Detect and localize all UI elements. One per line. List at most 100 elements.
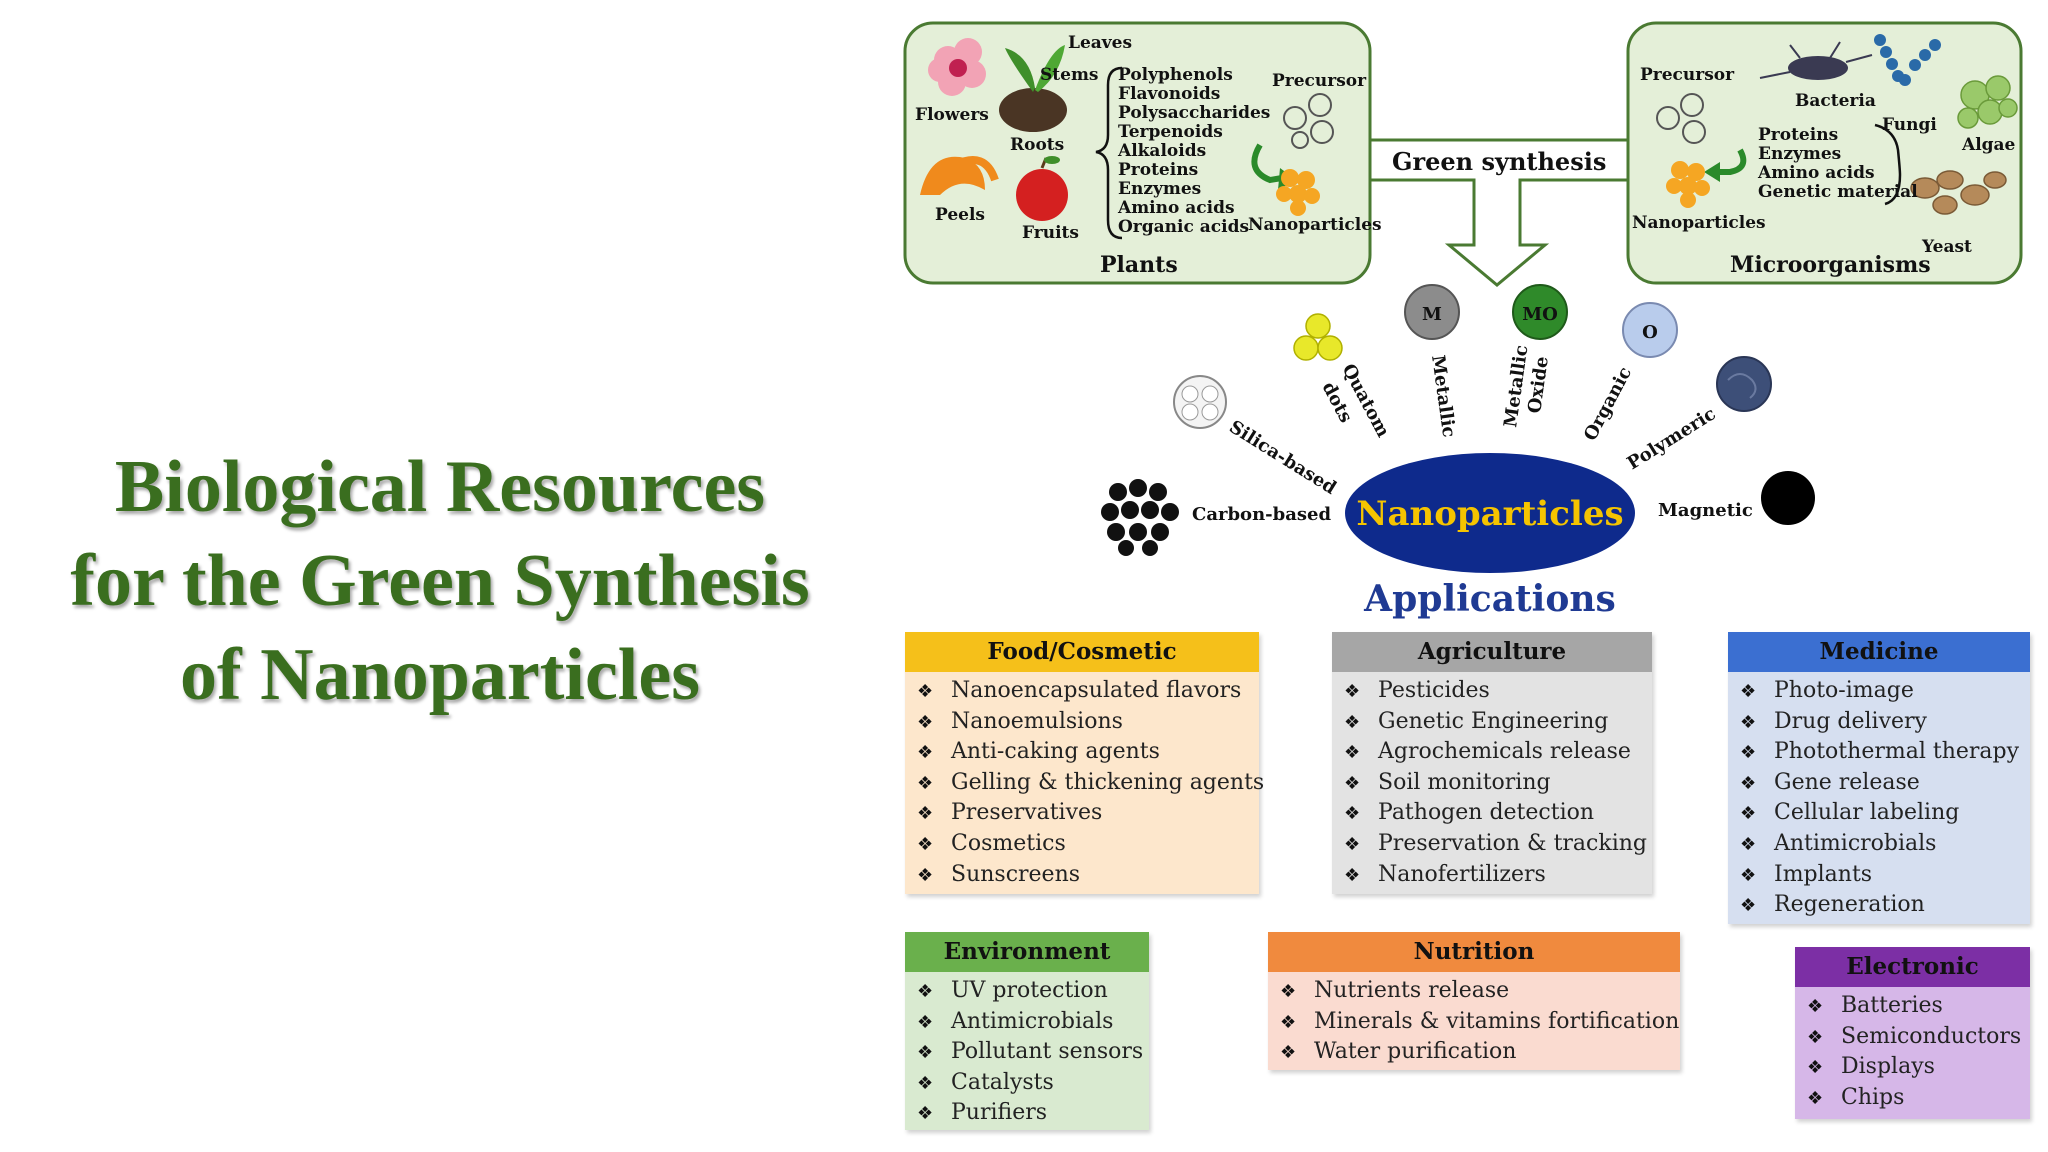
compound: Amino acids <box>1117 198 1235 218</box>
source-leaves: Leaves <box>1068 33 1132 53</box>
bullet-icon: ❖ <box>917 1011 934 1033</box>
type-organic: Organic <box>1580 364 1636 445</box>
list-item: ❖Antimicrobials <box>1740 829 2030 860</box>
apple-icon <box>1016 156 1068 221</box>
bullet-icon: ❖ <box>1740 864 1757 886</box>
list-item: ❖Gene release <box>1740 768 2030 799</box>
item-label: Anti-caking agents <box>951 739 1160 765</box>
bullet-icon: ❖ <box>1740 895 1757 917</box>
bullet-icon: ❖ <box>1280 1011 1297 1033</box>
source-flowers: Flowers <box>915 105 989 125</box>
metallic-badge: M <box>1404 284 1460 340</box>
organic-badge: O <box>1622 302 1678 358</box>
bullet-icon: ❖ <box>1740 803 1757 825</box>
food-cosmetic-box: Food/Cosmetic ❖Nanoencapsulated flavors … <box>905 632 1264 894</box>
bullet-icon: ❖ <box>1344 803 1361 825</box>
conversion-arrow-icon <box>1251 143 1283 184</box>
list-item: ❖Nanofertilizers <box>1344 860 1652 891</box>
item-label: Sunscreens <box>951 861 1081 887</box>
bullet-icon: ❖ <box>917 681 934 702</box>
compound: Polysaccharides <box>1118 103 1270 123</box>
metallic-oxide-badge: MO <box>1512 284 1568 340</box>
item-label: Batteries <box>1841 993 1943 1018</box>
item-label: Displays <box>1841 1054 1935 1080</box>
bullet-icon: ❖ <box>917 803 934 825</box>
micro-precursor-atoms-icon <box>1656 93 1706 144</box>
list-item: ❖ Implants <box>1740 860 2030 891</box>
environment-box: Environment ❖UV protection ❖Antimicrobia… <box>905 932 1149 1130</box>
list-item: ❖Catalysts <box>917 1068 1149 1099</box>
source-peels: Peels <box>935 205 985 225</box>
type-silica-based: Silica-based <box>1225 416 1340 499</box>
source-stems: Stems <box>1040 65 1099 85</box>
yeast-icon <box>1910 170 2007 215</box>
title-line-3: of Nanoparticles <box>180 634 700 716</box>
list-item: ❖Cosmetics <box>917 829 1259 860</box>
bullet-icon: ❖ <box>1807 1026 1824 1048</box>
algae-icon <box>1957 75 2018 129</box>
list-item: ❖Pollutant sensors <box>917 1037 1149 1068</box>
list-item: ❖ Semiconductors <box>1807 1022 2030 1053</box>
bullet-icon: ❖ <box>1740 833 1757 855</box>
electronic-header: Electronic <box>1795 947 2030 987</box>
item-label: Purifiers <box>951 1100 1048 1126</box>
list-item: ❖Cellular labeling <box>1740 798 2030 829</box>
item-label: UV protection <box>951 978 1108 1003</box>
item-label: Implants <box>1774 861 1873 887</box>
item-label: Cosmetics <box>951 830 1066 856</box>
item-label: Gene release <box>1774 769 1920 795</box>
item-label: Nanoemulsions <box>951 708 1123 734</box>
list-item: ❖UV protection <box>917 976 1149 1007</box>
type-carbon-based: Carbon-based <box>1192 504 1331 525</box>
micro-compounds: Proteins Enzymes Amino acids Genetic mat… <box>1757 125 1918 202</box>
bullet-icon: ❖ <box>917 1042 934 1064</box>
type-metallic: Metallic <box>1427 354 1459 439</box>
bullet-icon: ❖ <box>917 711 934 733</box>
electronic-list: ❖ Batteries ❖ Semiconductors ❖ Displays ❖ Ch… <box>1795 987 2030 1119</box>
list-item: ❖Gelling & thickening agents <box>917 768 1264 799</box>
micro-conversion-arrow-icon <box>1718 148 1747 175</box>
bullet-icon: ❖ <box>1344 711 1361 733</box>
metallic-oxide-badge-label: MO <box>1522 304 1558 325</box>
list-item: ❖Minerals & vitamins fortification <box>1280 1007 1680 1038</box>
nutrition-box: Nutrition ❖Nutrients release ❖Minerals &… <box>1268 932 1680 1070</box>
item-label: Semiconductors <box>1841 1023 2022 1049</box>
bullet-icon: ❖ <box>917 772 934 794</box>
type-polymeric: Polymeric <box>1624 403 1720 474</box>
micro-precursor-label: Precursor <box>1640 65 1735 85</box>
item-label: Pathogen detection <box>1378 800 1595 826</box>
plants-caption: Plants <box>1100 252 1178 278</box>
nutrition-list: ❖ Nutrients release ❖Minerals & vitamins … <box>1268 972 1680 1074</box>
bullet-icon: ❖ <box>1807 1057 1824 1079</box>
medicine-box: Medicine ❖Photo-image ❖Drug delivery ❖Ph… <box>1728 632 2030 924</box>
title-line-2: for the Green Synthesis <box>70 540 810 622</box>
source-yeast: Yeast <box>1921 237 1972 257</box>
item-label: Nutrients release <box>1314 978 1510 1003</box>
list-item: ❖Preservatives <box>917 798 1259 829</box>
bullet-icon: ❖ <box>1280 981 1297 1002</box>
brace-icon <box>1874 123 1902 206</box>
plant-precursor-label: Precursor <box>1272 71 1367 91</box>
list-item: ❖Photothermal therapy <box>1740 737 2030 768</box>
agriculture-box: Agriculture ❖Pesticides ❖Genetic Enginee… <box>1332 632 1652 894</box>
list-item: ❖Anti-caking agents <box>917 737 1259 768</box>
source-fruits: Fruits <box>1022 223 1079 243</box>
medicine-list: ❖Photo-image ❖Drug delivery ❖Phototherma… <box>1728 672 2030 927</box>
item-label: Chips <box>1841 1084 1905 1110</box>
food-cosmetic-header: Food/Cosmetic <box>905 632 1259 672</box>
item-label: Water purification <box>1314 1039 1517 1065</box>
item-label: Nanoencapsulated flavors <box>951 678 1242 703</box>
list-item: ❖Sunscreens <box>917 860 1259 891</box>
source-roots: Roots <box>1010 135 1064 155</box>
list-item: ❖Water purification <box>1280 1037 1680 1068</box>
list-item: ❖Pesticides <box>1344 676 1652 707</box>
plants-panel: Leaves Stems Flowers Roots Peels Fruits … <box>903 21 1382 285</box>
bullet-icon: ❖ <box>1344 833 1361 855</box>
item-label: Drug delivery <box>1774 708 1927 734</box>
slide-title: Biological Resources for the Green Synth… <box>30 440 850 722</box>
bullet-icon: ❖ <box>1807 996 1824 1017</box>
list-item: ❖Purifiers <box>917 1098 1149 1129</box>
precursor-atoms-icon <box>1283 93 1334 149</box>
green-synthesis-connector: Green synthesis <box>1368 138 1630 287</box>
source-bacteria: Bacteria <box>1795 91 1876 111</box>
